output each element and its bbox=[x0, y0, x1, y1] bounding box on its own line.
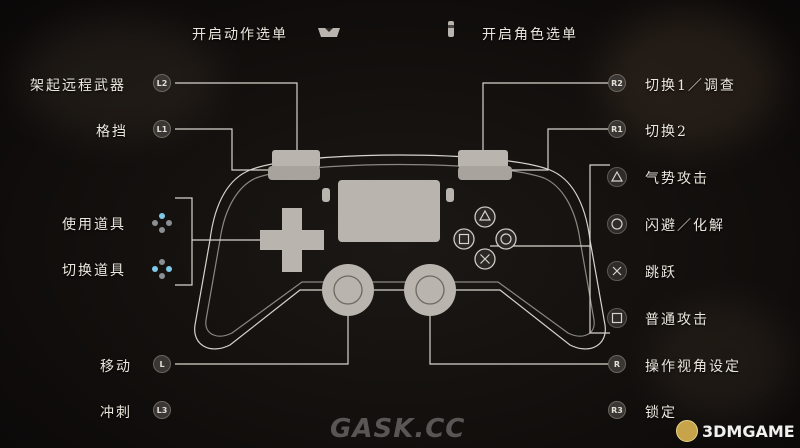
r2-badge: R2 bbox=[608, 74, 626, 92]
circle-icon bbox=[607, 214, 627, 234]
action-menu-label: 开启动作选单 bbox=[192, 27, 288, 43]
l1-bumper bbox=[268, 166, 320, 180]
cross-label: 跳跃 bbox=[645, 265, 677, 281]
circle-button bbox=[495, 228, 517, 250]
leader-ls bbox=[175, 295, 349, 365]
left-stick-base bbox=[322, 264, 374, 316]
r3-badge: R3 bbox=[608, 401, 626, 419]
dpad-up-label: 使用道具 bbox=[62, 217, 126, 233]
cross-symbol bbox=[480, 254, 490, 264]
l3-label: 冲刺 bbox=[100, 405, 132, 421]
triangle-button bbox=[474, 206, 496, 228]
site-logo: 3DMGAME bbox=[676, 420, 795, 442]
watermark: GASK.CC bbox=[330, 414, 466, 444]
ls-badge: L bbox=[153, 355, 171, 373]
square-symbol bbox=[458, 233, 470, 245]
leader-dpad bbox=[175, 197, 193, 286]
cross-icon bbox=[607, 261, 627, 281]
r1-label: 切换2 bbox=[645, 124, 688, 140]
circle-label: 闪避／化解 bbox=[645, 218, 725, 234]
share-button bbox=[322, 188, 330, 202]
touchpad bbox=[338, 180, 440, 242]
rs-badge: R bbox=[608, 355, 626, 373]
triangle-symbol bbox=[478, 209, 492, 221]
dpad-left-right-icon bbox=[152, 259, 172, 279]
dpad-up-icon bbox=[152, 213, 172, 233]
circle-symbol bbox=[500, 233, 512, 245]
dpad-lr-label: 切换道具 bbox=[62, 263, 126, 279]
options-mini-icon bbox=[448, 21, 454, 37]
square-button bbox=[453, 228, 475, 250]
r2-label: 切换1／调查 bbox=[645, 78, 736, 94]
controller-body-inner bbox=[205, 163, 595, 337]
triangle-icon bbox=[607, 167, 627, 187]
l1-label: 格挡 bbox=[96, 124, 128, 140]
right-stick-base bbox=[404, 264, 456, 316]
r1-badge: R1 bbox=[608, 120, 626, 138]
square-icon bbox=[607, 308, 627, 328]
touchpad-mini-notch bbox=[325, 28, 333, 32]
square-label: 普通攻击 bbox=[645, 312, 709, 328]
l1-badge: L1 bbox=[153, 120, 171, 138]
leader-r1 bbox=[510, 128, 610, 171]
leader-face bbox=[589, 164, 610, 334]
l2-trigger bbox=[272, 150, 320, 168]
touchpad-mini-icon bbox=[318, 28, 340, 37]
background-blur bbox=[650, 300, 790, 420]
leader-r2 bbox=[482, 82, 610, 157]
left-stick-cap bbox=[333, 275, 363, 305]
leader-rs bbox=[429, 295, 610, 365]
background-blur bbox=[20, 20, 220, 140]
r1-bumper bbox=[458, 166, 512, 180]
ls-label: 移动 bbox=[100, 359, 132, 375]
options-button bbox=[446, 188, 454, 202]
logo-text: 3DMGAME bbox=[702, 421, 795, 441]
l2-badge: L2 bbox=[153, 74, 171, 92]
triangle-label: 气势攻击 bbox=[645, 171, 709, 187]
l3-badge: L3 bbox=[153, 401, 171, 419]
r2-trigger bbox=[458, 150, 508, 168]
r3-label: 锁定 bbox=[645, 405, 677, 421]
dpad bbox=[260, 208, 324, 272]
leader-l1 bbox=[175, 128, 275, 171]
leader-l2 bbox=[175, 82, 298, 157]
character-menu-label: 开启角色选单 bbox=[482, 27, 578, 43]
right-stick-cap bbox=[415, 275, 445, 305]
l2-label: 架起远程武器 bbox=[30, 78, 126, 94]
rs-label: 操作视角设定 bbox=[645, 359, 741, 375]
background-blur bbox=[600, 10, 780, 150]
logo-mark-icon bbox=[676, 420, 698, 442]
options-mini-icon-band bbox=[448, 25, 454, 28]
